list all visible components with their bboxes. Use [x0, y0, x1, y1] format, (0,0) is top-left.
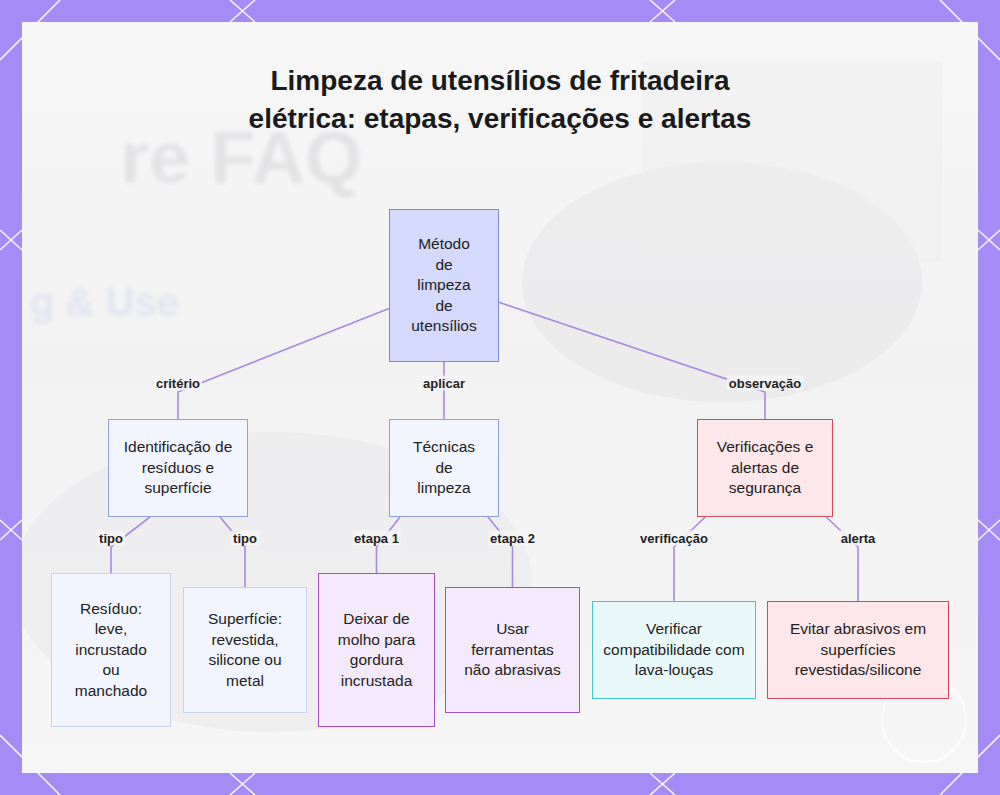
process-box: Técnicas de limpeza	[389, 419, 499, 517]
box-text: Verificações e alertas de segurança	[710, 437, 820, 499]
edge-label: observação	[727, 376, 803, 391]
diagram-title: Limpeza de utensílios de fritadeira elét…	[230, 62, 770, 138]
connector-line	[220, 517, 245, 587]
process-box: Identificação de resíduos e superfície	[108, 419, 248, 517]
process-box: Deixar de molho para gordura incrustada	[318, 573, 435, 727]
connector-line	[499, 302, 765, 419]
box-text: Identificação de resíduos e superfície	[119, 437, 237, 499]
watermark-text: g & Use	[30, 280, 179, 325]
edge-label: tipo	[97, 531, 125, 546]
connector-line	[488, 517, 513, 587]
process-box: Método de limpeza de utensílios	[389, 209, 499, 362]
edge-label: alerta	[839, 531, 878, 546]
box-text: Resíduo: leve, incrustado ou manchado	[66, 599, 156, 702]
connector-line	[443, 362, 445, 419]
edge-label: etapa 1	[352, 531, 401, 546]
edge-label: critério	[154, 376, 202, 391]
box-text: Método de limpeza de utensílios	[410, 234, 478, 337]
box-text: Deixar de molho para gordura incrustada	[333, 609, 420, 691]
process-box: Usar ferramentas não abrasivas	[445, 587, 580, 713]
box-text: Técnicas de limpeza	[408, 437, 480, 499]
connector-line	[178, 308, 389, 419]
process-box: Superfície: revestida, silicone ou metal	[183, 587, 307, 713]
box-text: Verificar compatibilidade com lava-louça…	[601, 619, 747, 681]
edge-label: verificação	[638, 531, 710, 546]
process-box: Resíduo: leve, incrustado ou manchado	[51, 573, 171, 727]
edge-label: etapa 2	[488, 531, 537, 546]
edge-label: tipo	[231, 531, 259, 546]
box-text: Superfície: revestida, silicone ou metal	[196, 609, 294, 691]
edge-label: aplicar	[421, 376, 467, 391]
process-box: Evitar abrasivos em superfícies revestid…	[767, 601, 949, 699]
box-text: Usar ferramentas não abrasivas	[464, 619, 561, 681]
process-box: Verificações e alertas de segurança	[697, 419, 833, 517]
box-text: Evitar abrasivos em superfícies revestid…	[776, 619, 940, 681]
process-box: Verificar compatibilidade com lava-louça…	[592, 601, 756, 699]
